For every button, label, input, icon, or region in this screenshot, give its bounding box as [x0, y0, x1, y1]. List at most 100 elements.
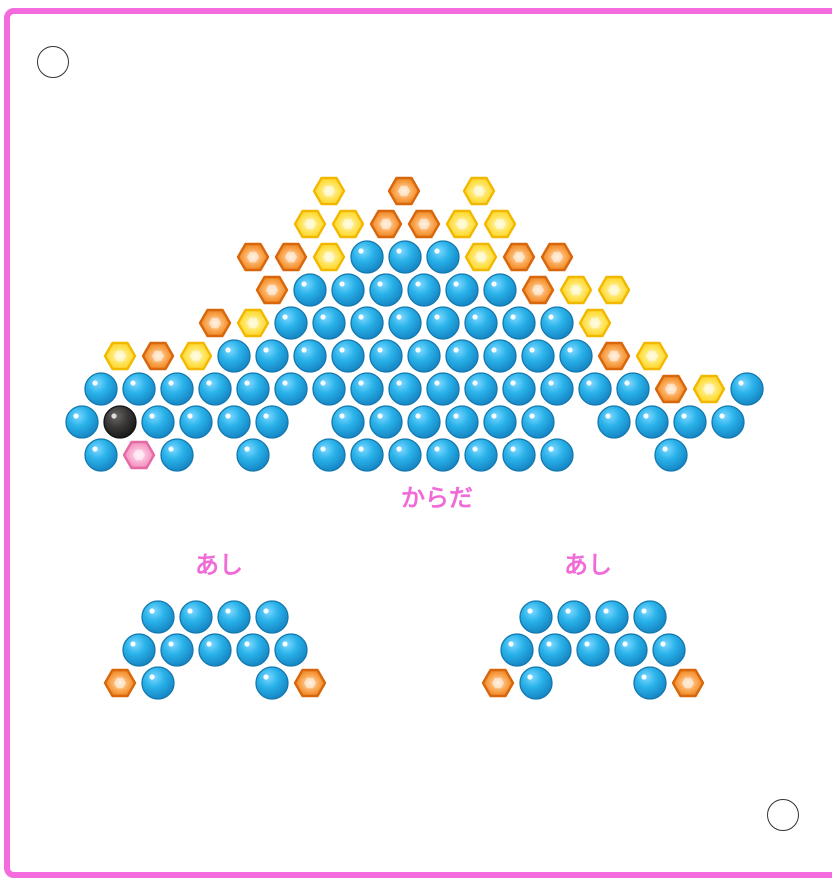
- blue-round-bead: [142, 406, 174, 438]
- blue-round-bead: [484, 340, 516, 372]
- blue-round-bead: [161, 634, 193, 666]
- orange-hex-bead: [504, 244, 534, 270]
- blue-round-bead: [541, 439, 573, 471]
- leg-label-left: あし: [195, 551, 243, 579]
- body-pattern: [66, 178, 763, 471]
- blue-round-bead: [85, 373, 117, 405]
- blue-round-bead: [712, 406, 744, 438]
- blue-round-bead: [218, 406, 250, 438]
- blue-round-bead: [408, 406, 440, 438]
- blue-round-bead: [541, 373, 573, 405]
- blue-round-bead: [237, 373, 269, 405]
- blue-round-bead: [465, 373, 497, 405]
- blue-round-bead: [503, 439, 535, 471]
- blue-round-bead: [503, 307, 535, 339]
- yellow-hex-bead: [464, 178, 494, 204]
- yellow-hex-bead: [485, 211, 515, 237]
- blue-round-bead: [598, 406, 630, 438]
- blue-round-bead: [256, 340, 288, 372]
- blue-round-bead: [351, 373, 383, 405]
- blue-round-bead: [579, 373, 611, 405]
- blue-round-bead: [427, 307, 459, 339]
- orange-hex-bead: [483, 670, 513, 696]
- leg-pattern-left: [105, 601, 325, 699]
- blue-round-bead: [446, 340, 478, 372]
- blue-round-bead: [653, 634, 685, 666]
- blue-round-bead: [408, 274, 440, 306]
- blue-round-bead: [161, 373, 193, 405]
- blue-round-bead: [596, 601, 628, 633]
- blue-round-bead: [332, 274, 364, 306]
- blue-round-bead: [577, 634, 609, 666]
- orange-hex-bead: [371, 211, 401, 237]
- yellow-hex-bead: [466, 244, 496, 270]
- blue-round-bead: [370, 406, 402, 438]
- yellow-hex-bead: [599, 277, 629, 303]
- blue-round-bead: [539, 634, 571, 666]
- blue-round-bead: [560, 340, 592, 372]
- blue-round-bead: [218, 601, 250, 633]
- blue-round-bead: [199, 634, 231, 666]
- orange-hex-bead: [143, 343, 173, 369]
- yellow-hex-bead: [333, 211, 363, 237]
- blue-round-bead: [199, 373, 231, 405]
- orange-hex-bead: [105, 670, 135, 696]
- blue-round-bead: [484, 406, 516, 438]
- orange-hex-bead: [542, 244, 572, 270]
- blue-round-bead: [408, 340, 440, 372]
- blue-round-bead: [389, 439, 421, 471]
- blue-round-bead: [161, 439, 193, 471]
- blue-round-bead: [313, 373, 345, 405]
- orange-hex-bead: [656, 376, 686, 402]
- blue-round-bead: [446, 274, 478, 306]
- blue-round-bead: [615, 634, 647, 666]
- blue-round-bead: [484, 274, 516, 306]
- leg-label-right: あし: [564, 551, 612, 579]
- orange-hex-bead: [295, 670, 325, 696]
- blue-round-bead: [237, 439, 269, 471]
- blue-round-bead: [123, 634, 155, 666]
- pink-hex-bead: [124, 442, 154, 468]
- blue-round-bead: [636, 406, 668, 438]
- blue-round-bead: [66, 406, 98, 438]
- orange-hex-bead: [200, 310, 230, 336]
- blue-round-bead: [351, 241, 383, 273]
- blue-round-bead: [256, 667, 288, 699]
- blue-round-bead: [558, 601, 590, 633]
- blue-round-bead: [218, 340, 250, 372]
- yellow-hex-bead: [238, 310, 268, 336]
- blue-round-bead: [256, 601, 288, 633]
- blue-round-bead: [275, 373, 307, 405]
- blue-round-bead: [123, 373, 155, 405]
- orange-hex-bead: [257, 277, 287, 303]
- yellow-hex-bead: [694, 376, 724, 402]
- yellow-hex-bead: [105, 343, 135, 369]
- blue-round-bead: [522, 340, 554, 372]
- leg-pattern-right: [483, 601, 703, 699]
- blue-round-bead: [180, 601, 212, 633]
- blue-round-bead: [370, 274, 402, 306]
- blue-round-bead: [520, 667, 552, 699]
- blue-round-bead: [180, 406, 212, 438]
- blue-round-bead: [541, 307, 573, 339]
- blue-round-bead: [294, 274, 326, 306]
- blue-round-bead: [427, 439, 459, 471]
- blue-round-bead: [655, 439, 687, 471]
- yellow-hex-bead: [181, 343, 211, 369]
- blue-round-bead: [634, 601, 666, 633]
- body-label: からだ: [401, 484, 473, 512]
- blue-round-bead: [501, 634, 533, 666]
- blue-round-bead: [275, 634, 307, 666]
- blue-round-bead: [351, 307, 383, 339]
- blue-round-bead: [389, 373, 421, 405]
- yellow-hex-bead: [447, 211, 477, 237]
- orange-hex-bead: [389, 178, 419, 204]
- yellow-hex-bead: [314, 244, 344, 270]
- blue-round-bead: [731, 373, 763, 405]
- blue-round-bead: [674, 406, 706, 438]
- blue-round-bead: [313, 439, 345, 471]
- blue-round-bead: [520, 601, 552, 633]
- blue-round-bead: [332, 340, 364, 372]
- orange-hex-bead: [673, 670, 703, 696]
- blue-round-bead: [427, 373, 459, 405]
